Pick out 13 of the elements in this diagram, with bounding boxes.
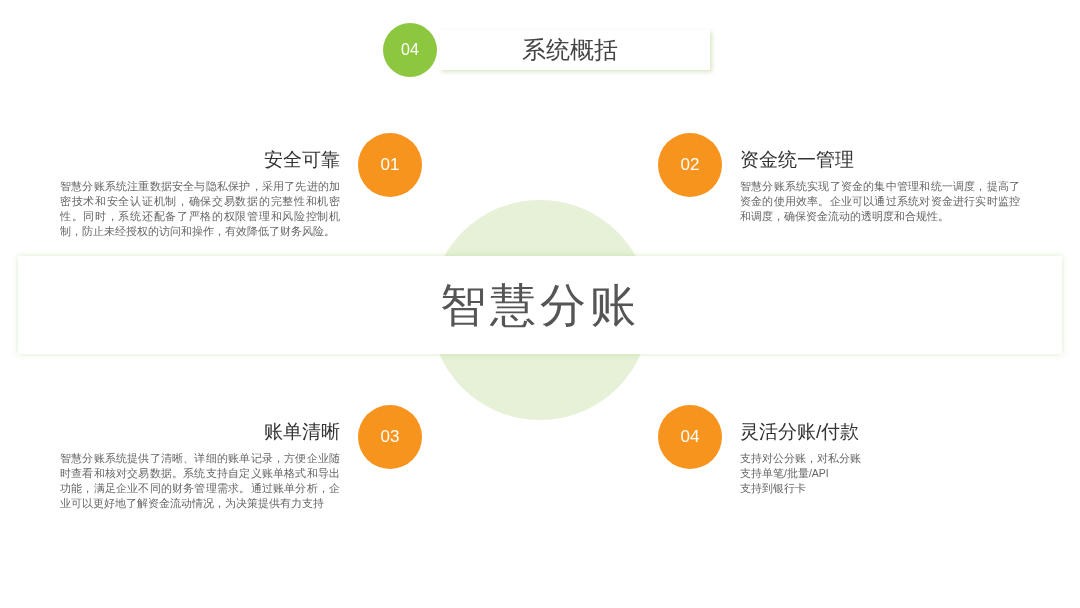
section-heading: 账单清晰 xyxy=(264,420,340,444)
title: 系统概括 xyxy=(522,35,618,65)
center-band xyxy=(18,256,1062,354)
description-text: 支持到银行卡 xyxy=(740,481,807,496)
description-text: 智慧分账系统提供了清晰、详细的账单记录，方便企业随时查看和核对交易数据。系统支持自定义账单格式和导出功能，满足企业不同的财务管理需求。通过账单分析，企业可以更好地了解资金流动情况，为决策提供有力支持 xyxy=(60,451,340,511)
description-text: 智慧分账系统注重数据安全与隐私保护，采用了先进的加密技术和安全认证机制，确保交易数据的完整性和机密性。同时，系统还配备了严格的权限管理和风险控制机制，防止未经授权的访问和操作，有效降低了财务风险。 xyxy=(60,179,340,239)
center-label: 智慧分账 xyxy=(440,278,640,333)
description-text: 支持单笔/批量/API xyxy=(740,466,830,481)
section-heading: 安全可靠 xyxy=(264,148,340,172)
description-text: 支持对公分账，对私分账 xyxy=(740,451,862,466)
description-text: 智慧分账系统实现了资金的集中管理和统一调度，提高了资金的使用效率。企业可以通过系统对资金进行实时监控和调度，确保资金流动的透明度和合规性。 xyxy=(740,179,1020,224)
section-heading: 灵活分账/付款 xyxy=(740,420,860,444)
section-heading: 资金统一管理 xyxy=(740,148,854,172)
